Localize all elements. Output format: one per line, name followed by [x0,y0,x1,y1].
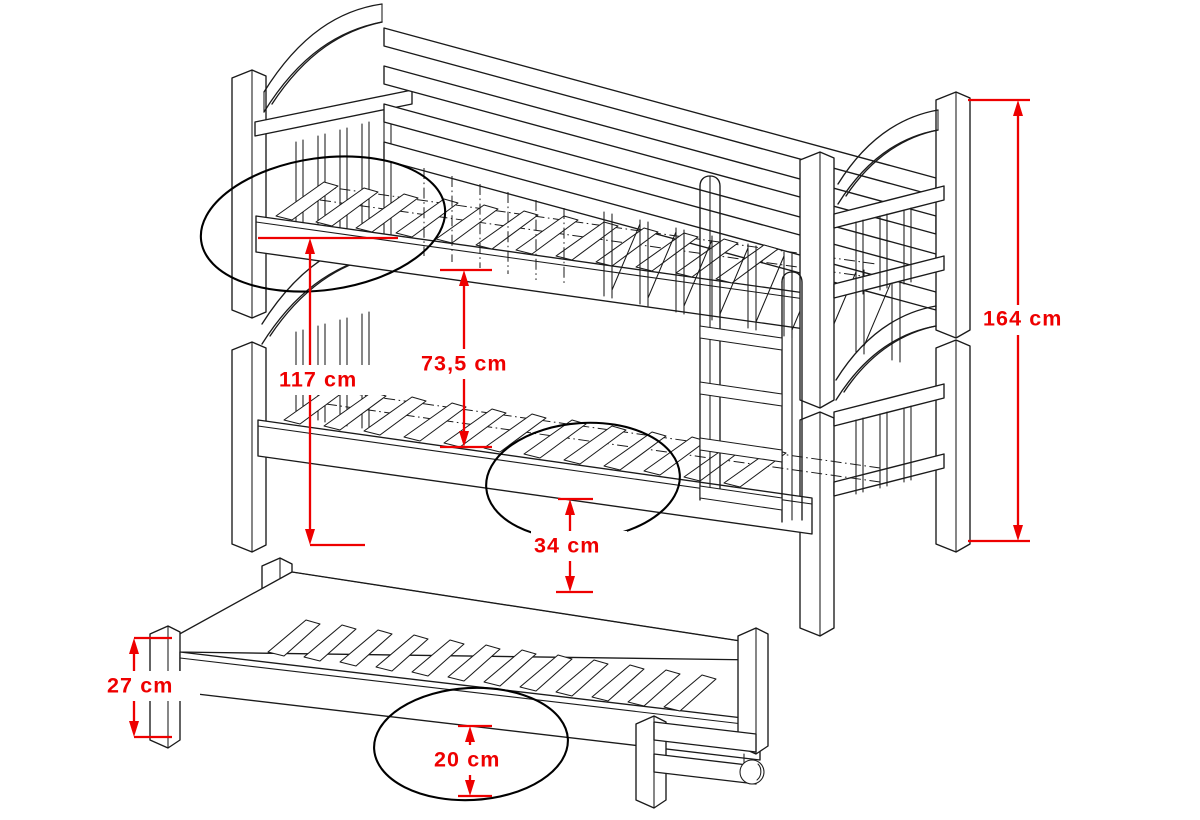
callout-upper-bunk-slat-detail [199,155,447,293]
left-panel-mid-rail [254,89,413,137]
bunk-ladder [699,175,803,523]
right-panel-arch-lower [835,305,937,401]
dimension-label-117: 117 cm [279,368,357,392]
dimension-label-735: 73,5 cm [421,352,508,376]
dimension-label-164: 164 cm [983,307,1063,331]
right-panel-slats-lower [855,405,912,495]
upper-bunk-frame [255,27,937,363]
right-outer-post [935,91,971,553]
dimension-label-34: 34 cm [534,534,600,558]
bunk-right-panel [799,91,971,637]
dimension-lower-bunk-clearance: 117 cm [258,236,398,547]
right-panel-arch-upper [837,109,939,205]
callout-trundle-slat-detail [373,686,569,802]
trundle-bed [149,557,769,809]
left-panel-arch-upper [263,3,383,113]
dimension-bunk-gap: 73,5 cm [418,268,546,449]
lower-bunk-slats [283,385,787,488]
trundle-slats [267,619,717,712]
upper-guard-rail [383,27,937,311]
dimension-total-height: 164 cm [968,98,1088,543]
right-panel-slats-upper [855,207,912,297]
upper-bunk-back-slats [423,168,565,286]
bunk-left-panel [231,3,413,553]
upper-bunk-slats [275,181,779,284]
lower-bunk-side-rail [257,419,813,535]
left-rear-post [231,69,267,553]
dimension-lower-bunk-base-height: 34 cm [531,497,627,594]
dimension-label-20: 20 cm [434,748,500,772]
ladder-rungs [699,325,783,511]
lower-bunk-frame [257,385,881,535]
dimension-label-27: 27 cm [107,674,173,698]
dimension-trundle-slat-clearance: 20 cm [431,724,527,798]
right-inner-post [799,151,835,637]
caster-wheel [739,753,765,785]
right-panel-rails-lower [833,383,945,497]
right-panel-rails-upper [833,185,945,299]
dimension-trundle-height: 27 cm [104,636,200,739]
trundle-end-rail [653,721,757,785]
